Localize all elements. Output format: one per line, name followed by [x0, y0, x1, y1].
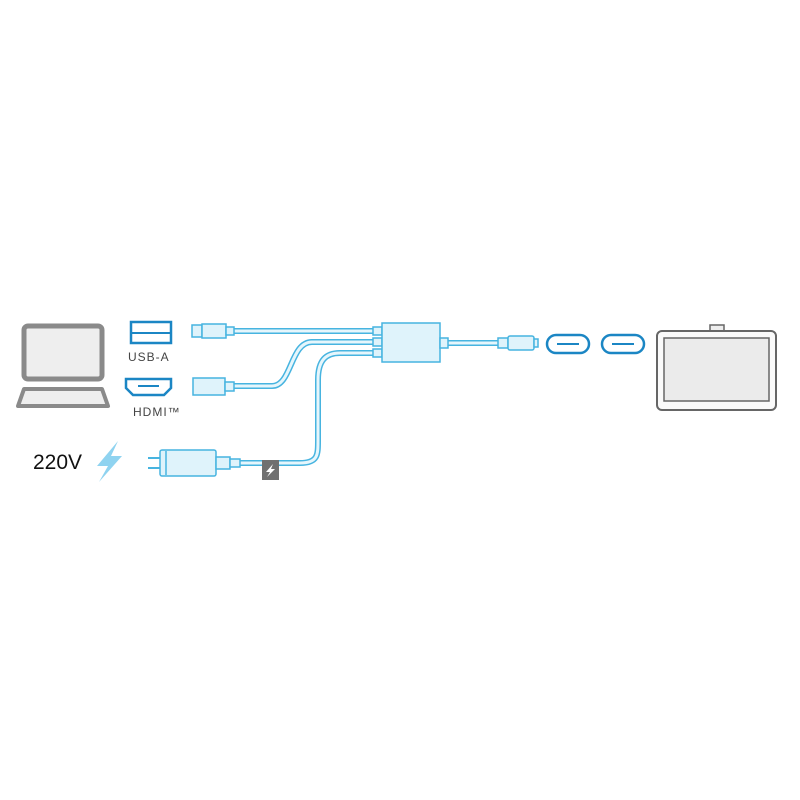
- usb-a-cable: [191, 323, 379, 339]
- power-tag-icon: [262, 460, 279, 480]
- hub-icon: [372, 322, 449, 363]
- tablet-display-icon: [656, 324, 777, 411]
- usb-c-port-icon: [545, 333, 591, 355]
- hdmi-port-icon: [124, 377, 173, 397]
- usb-c-port-icon: [600, 333, 646, 355]
- laptop-icon: [16, 323, 110, 408]
- power-cable: [148, 350, 379, 480]
- usb-a-label: USB-A: [128, 350, 170, 364]
- hdmi-cable: [192, 339, 379, 396]
- usb-c-output-cable: [437, 335, 539, 351]
- usb-a-port-icon: [129, 320, 173, 345]
- hdmi-label: HDMI™: [133, 405, 181, 419]
- lightning-icon: [97, 441, 122, 482]
- power-plug-icon: [148, 449, 241, 477]
- voltage-label: 220V: [33, 451, 83, 474]
